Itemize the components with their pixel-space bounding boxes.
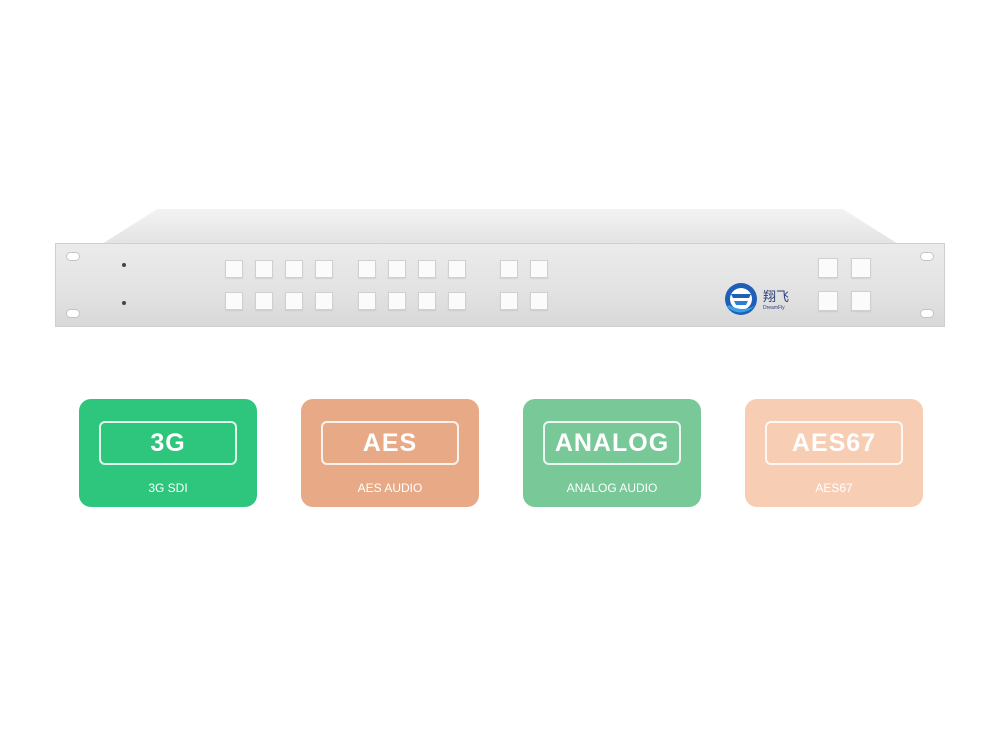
brand-name-cn: 翔飞 — [763, 290, 790, 305]
panel-button[interactable] — [225, 260, 243, 278]
panel-button[interactable] — [315, 260, 333, 278]
device-top-surface — [102, 209, 898, 244]
rack-ear-hole — [66, 252, 80, 261]
format-label: AES67 — [815, 481, 853, 495]
rack-ear-hole — [66, 309, 80, 318]
status-led — [122, 263, 126, 267]
format-code: ANALOG — [554, 428, 670, 457]
rack-device: 翔飞 DreamFly — [0, 0, 1000, 340]
panel-button[interactable] — [448, 260, 466, 278]
panel-button[interactable] — [358, 292, 376, 310]
panel-button[interactable] — [285, 292, 303, 310]
panel-button[interactable] — [255, 292, 273, 310]
panel-button[interactable] — [388, 260, 406, 278]
rack-ear-hole — [920, 309, 934, 318]
format-code: 3G — [150, 428, 186, 457]
panel-button[interactable] — [851, 291, 871, 311]
format-code-box: 3G — [99, 421, 237, 465]
panel-button[interactable] — [818, 291, 838, 311]
format-label: 3G SDI — [148, 481, 188, 495]
format-tile-analog: ANALOG ANALOG AUDIO — [523, 399, 701, 507]
format-code: AES — [362, 428, 418, 457]
panel-button[interactable] — [448, 292, 466, 310]
panel-button[interactable] — [255, 260, 273, 278]
panel-button[interactable] — [500, 260, 518, 278]
panel-button[interactable] — [818, 258, 838, 278]
panel-button[interactable] — [530, 260, 548, 278]
brand-name-en: DreamFly — [763, 305, 785, 311]
panel-button[interactable] — [418, 260, 436, 278]
format-tile-aes67: AES67 AES67 — [745, 399, 923, 507]
format-tile-aes: AES AES AUDIO — [301, 399, 479, 507]
brand-logo-icon — [725, 283, 757, 315]
panel-button[interactable] — [500, 292, 518, 310]
panel-button[interactable] — [285, 260, 303, 278]
panel-button[interactable] — [418, 292, 436, 310]
format-code: AES67 — [791, 428, 877, 457]
format-label: ANALOG AUDIO — [566, 481, 658, 495]
format-code-box: AES67 — [765, 421, 903, 465]
format-tile-3g: 3G 3G SDI — [79, 399, 257, 507]
brand-logo: 翔飞 DreamFly — [723, 281, 813, 317]
panel-button[interactable] — [388, 292, 406, 310]
status-led — [122, 301, 126, 305]
panel-button[interactable] — [530, 292, 548, 310]
format-code-box: ANALOG — [543, 421, 681, 465]
device-front-panel — [55, 243, 945, 327]
format-label: AES AUDIO — [357, 481, 423, 495]
rack-ear-hole — [920, 252, 934, 261]
panel-button[interactable] — [358, 260, 376, 278]
panel-button[interactable] — [851, 258, 871, 278]
panel-button[interactable] — [315, 292, 333, 310]
format-code-box: AES — [321, 421, 459, 465]
panel-button[interactable] — [225, 292, 243, 310]
